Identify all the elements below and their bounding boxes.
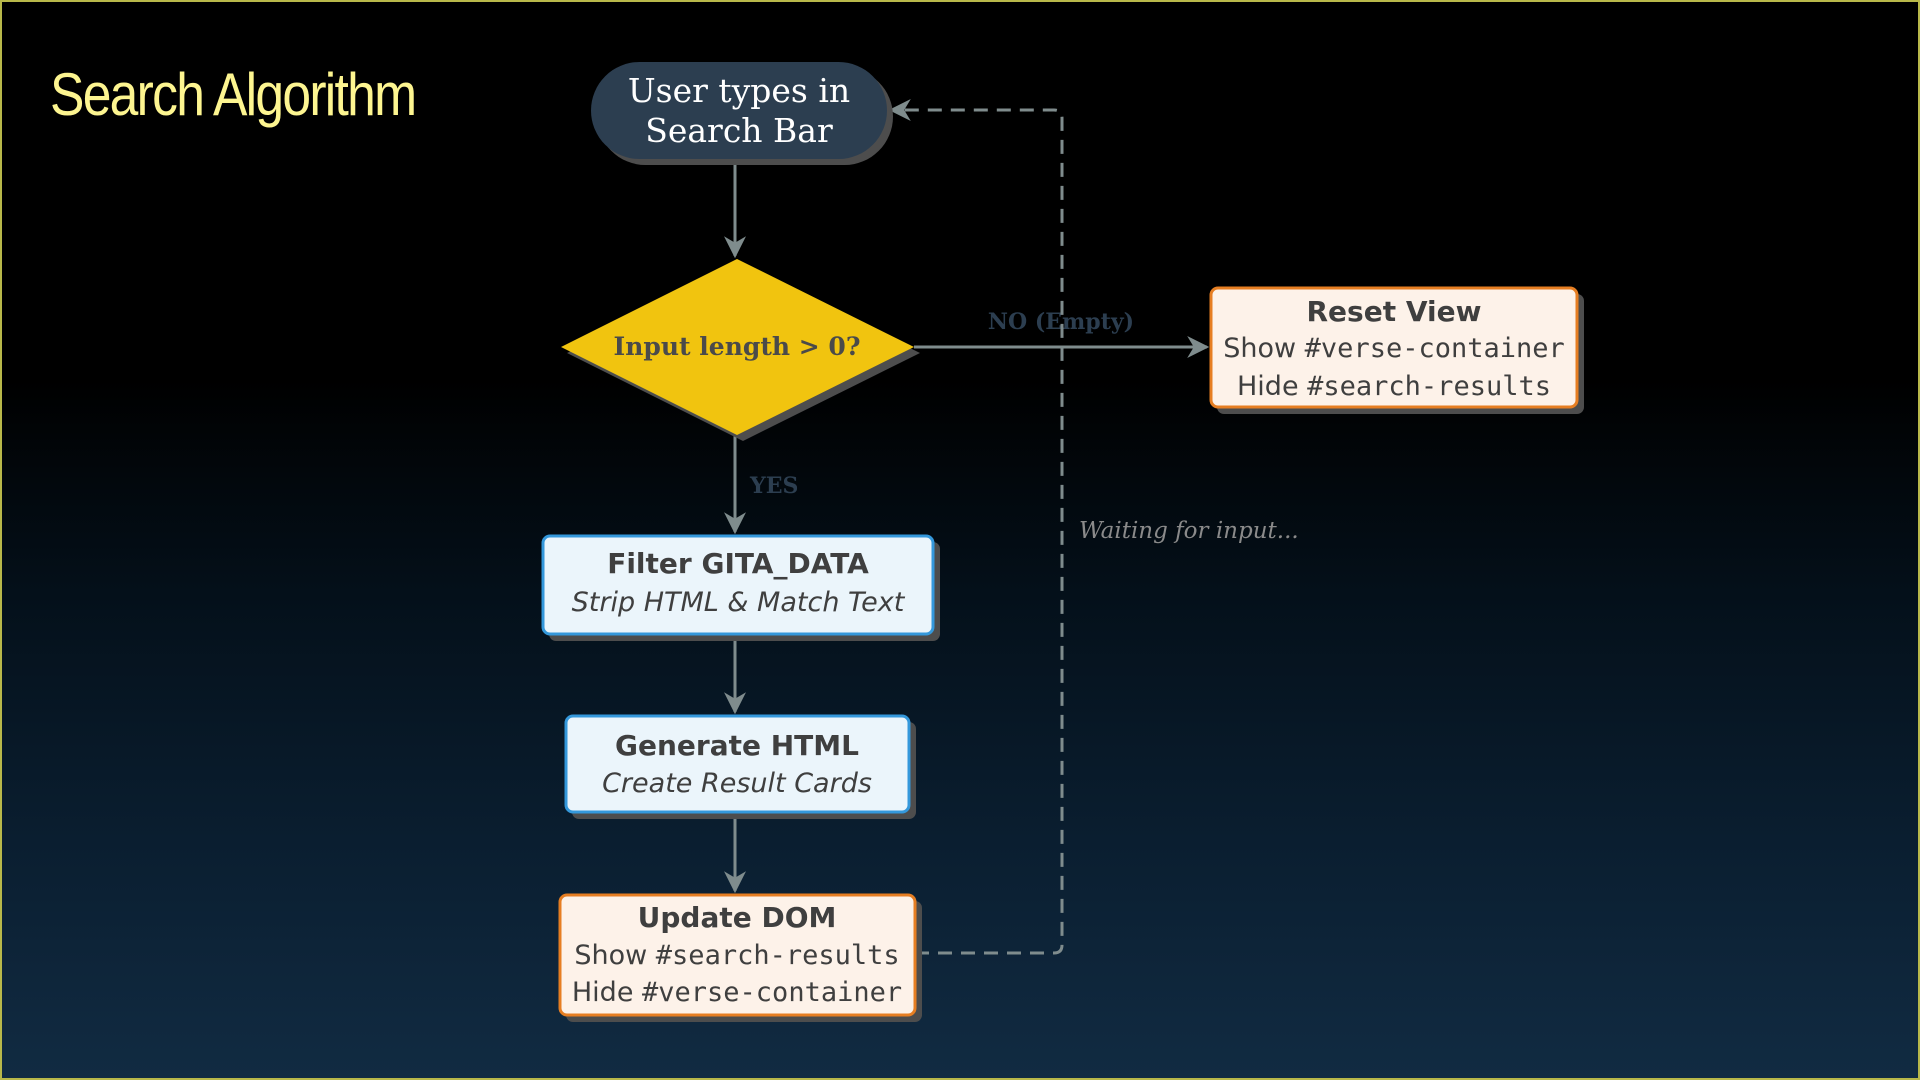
filter-subtitle: Strip HTML & Match Text bbox=[572, 587, 906, 618]
node-decision: Input length > 0? bbox=[561, 259, 920, 441]
decision-text: Input length > 0? bbox=[614, 332, 861, 361]
node-reset-view: Reset View Show #verse-container Hide #s… bbox=[1209, 286, 1584, 414]
filter-title: Filter GITA_DATA bbox=[607, 547, 869, 580]
reset-title: Reset View bbox=[1307, 295, 1482, 328]
edge-decision-yes: YES bbox=[724, 435, 798, 535]
reset-line-1: Show #verse-container bbox=[1223, 333, 1565, 364]
update-line-1: Show #search-results bbox=[574, 940, 899, 971]
edge-loop-back: Waiting for input... bbox=[888, 99, 1299, 955]
slide-title: Search Algorithm bbox=[50, 61, 417, 128]
start-line-2: Search Bar bbox=[645, 111, 833, 150]
generate-title: Generate HTML bbox=[615, 729, 859, 762]
yes-label: YES bbox=[749, 473, 798, 499]
node-generate: Generate HTML Create Result Cards bbox=[564, 714, 916, 819]
start-line-1: User types in bbox=[628, 71, 850, 110]
node-update-dom: Update DOM Show #search-results Hide #ve… bbox=[558, 893, 922, 1022]
update-line-2: Hide #verse-container bbox=[572, 977, 902, 1008]
loop-label: Waiting for input... bbox=[1079, 518, 1299, 544]
update-title: Update DOM bbox=[638, 901, 837, 934]
reset-line-2: Hide #search-results bbox=[1237, 371, 1551, 402]
generate-subtitle: Create Result Cards bbox=[602, 768, 872, 799]
node-filter: Filter GITA_DATA Strip HTML & Match Text bbox=[541, 534, 940, 641]
node-start: User types in Search Bar bbox=[591, 62, 893, 165]
